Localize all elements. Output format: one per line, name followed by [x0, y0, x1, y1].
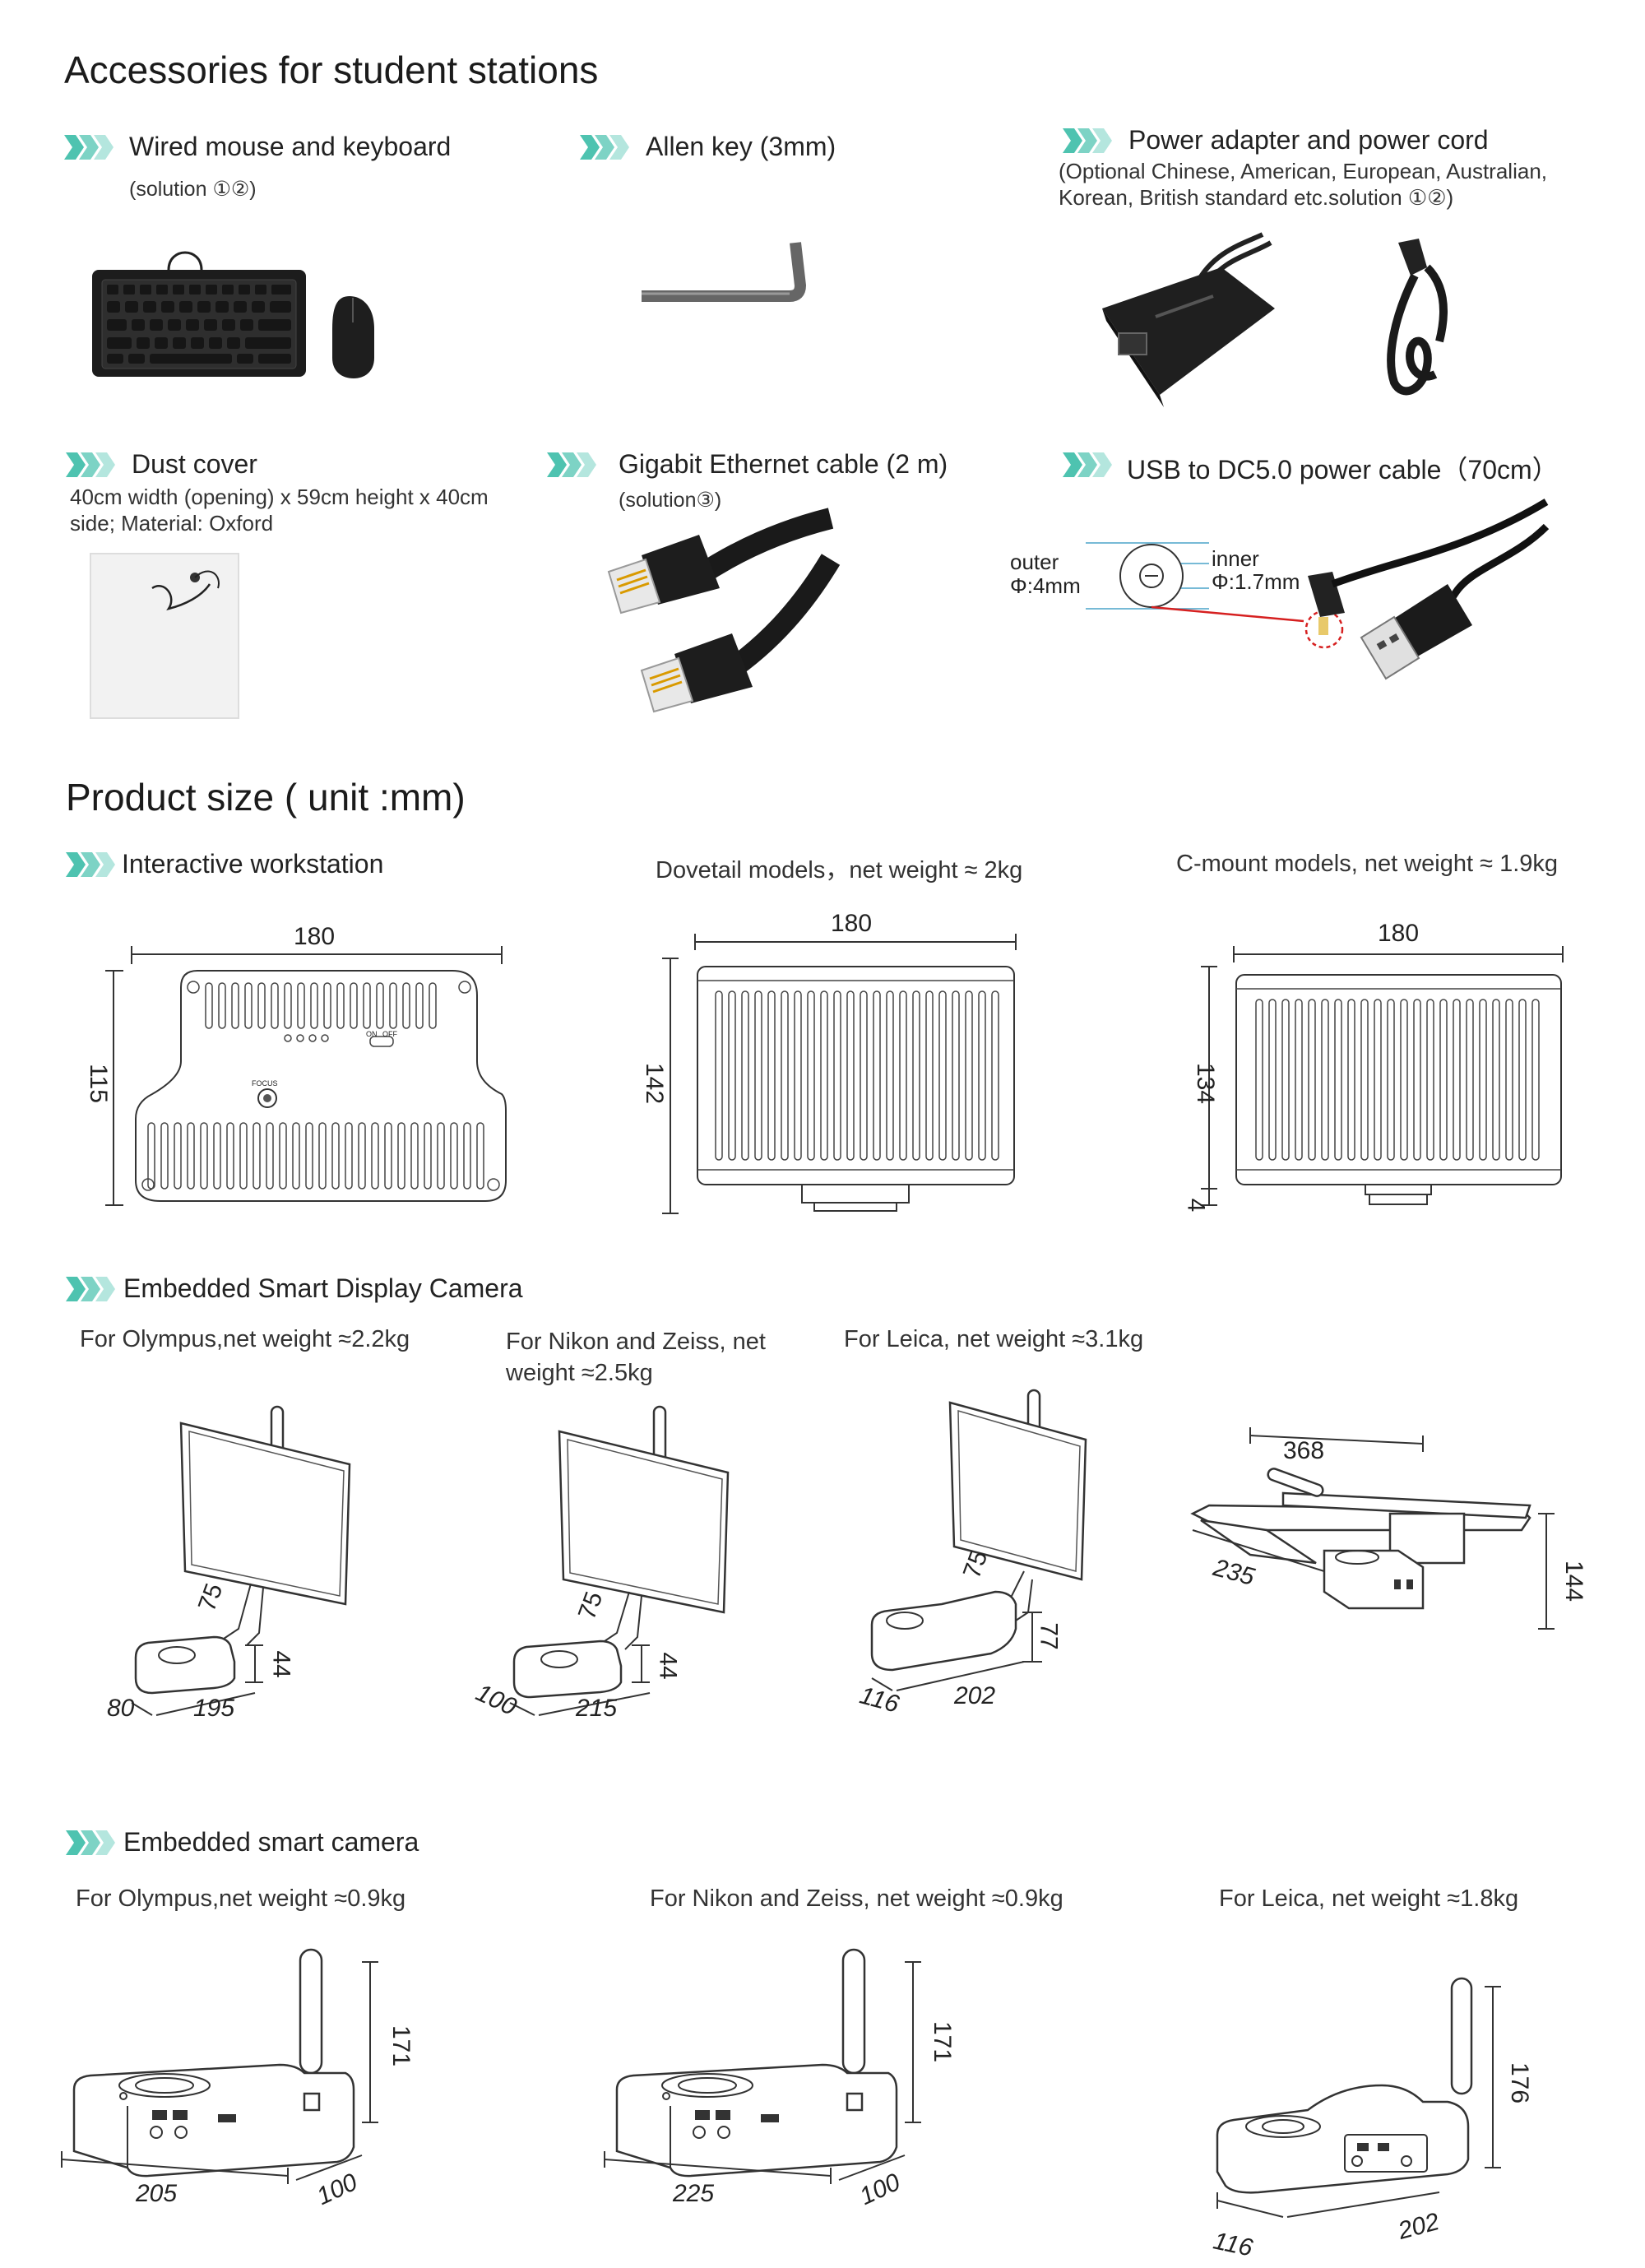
smart-camera-title: Embedded smart camera — [123, 1827, 419, 1857]
outer-dim-label: Φ:4mm — [1010, 573, 1081, 598]
chevron-marker-icon — [66, 852, 115, 877]
outer-label: outer — [1010, 550, 1059, 574]
power-adapter-image — [1102, 232, 1448, 407]
dimension-label: 202 — [954, 1682, 996, 1709]
chevron-marker-icon — [1063, 452, 1112, 477]
extra-dimension: 4 — [1182, 1198, 1210, 1213]
chevron-marker-icon — [66, 452, 115, 477]
accessory-note: (solution ①②) — [129, 178, 257, 201]
dimension-label: 205 — [136, 2180, 178, 2207]
smart-camera-olympus-drawing — [61, 1948, 378, 2184]
off-label: OFF — [382, 1030, 397, 1038]
dimension-label: 44 — [654, 1652, 682, 1680]
chevron-marker-icon — [580, 135, 629, 160]
focus-label: FOCUS — [252, 1079, 278, 1088]
accessory-title: Power adapter and power cord — [1128, 125, 1489, 155]
accessory-title: Dust cover — [132, 449, 257, 479]
dimension-label: 44 — [267, 1650, 295, 1678]
dovetail-drawing — [662, 934, 1017, 1214]
display-camera-olympus-drawing — [131, 1405, 351, 1716]
display-camera-side-view-drawing — [1190, 1427, 1555, 1630]
accessory-note: 40cm width (opening) x 59cm height x 40c… — [70, 485, 489, 536]
accessory-note: (Optional Chinese, American, European, A… — [1059, 159, 1548, 210]
dimension-label: 215 — [576, 1695, 618, 1722]
dimension-label: 80 — [107, 1695, 135, 1722]
accessory-title: Gigabit Ethernet cable (2 m) — [619, 449, 948, 479]
accessories-title: Accessories for student stations — [64, 49, 599, 91]
display-camera-caption-leica: For Leica, net weight ≈3.1kg — [844, 1326, 1144, 1352]
smart-camera-caption-leica: For Leica, net weight ≈1.8kg — [1219, 1885, 1519, 1912]
section-caption: Dovetail models，net weight ≈ 2kg — [656, 857, 1023, 884]
height-dimension: 134 — [1192, 1062, 1220, 1105]
dust-cover-image — [90, 553, 239, 719]
dimension-label: 171 — [387, 2025, 415, 2067]
section-title: Interactive workstation — [122, 849, 384, 879]
dimension-label: 171 — [929, 2020, 957, 2063]
ethernet-cable-image — [607, 508, 841, 713]
cmount-drawing — [1201, 946, 1564, 1206]
accessory-title: USB to DC5.0 power cable（70cm） — [1127, 455, 1559, 485]
workstation-drawing — [105, 946, 507, 1206]
width-dimension: 180 — [1378, 920, 1420, 947]
product-size-title: Product size ( unit :mm) — [66, 776, 466, 819]
dimension-label: 176 — [1506, 2062, 1534, 2104]
smart-camera-nikon-drawing — [604, 1948, 921, 2184]
height-dimension: 142 — [641, 1062, 669, 1105]
width-dimension: 180 — [294, 923, 336, 950]
height-dimension: 115 — [84, 1064, 112, 1103]
smart-camera-caption-nikon: For Nikon and Zeiss, net weight ≈0.9kg — [650, 1885, 1063, 1912]
chevron-marker-icon — [547, 452, 596, 477]
accessory-title: Wired mouse and keyboard — [129, 132, 452, 161]
width-dimension: 180 — [831, 910, 873, 937]
accessory-note: (solution③) — [619, 489, 722, 512]
display-camera-caption-olympus: For Olympus,net weight ≈2.2kg — [80, 1326, 410, 1352]
dimension-label: 225 — [673, 2180, 715, 2207]
display-camera-leica-drawing — [870, 1389, 1087, 1691]
chevron-marker-icon — [66, 1830, 115, 1855]
chevron-marker-icon — [66, 1277, 115, 1301]
display-camera-title: Embedded Smart Display Camera — [123, 1273, 523, 1303]
smart-camera-leica-drawing — [1216, 1977, 1501, 2218]
inner-dim-label: Φ:1.7mm — [1212, 569, 1300, 594]
inner-label: inner — [1212, 546, 1259, 571]
chevron-marker-icon — [64, 135, 114, 160]
display-camera-caption-nikon: For Nikon and Zeiss, net weight ≈2.5kg — [506, 1329, 766, 1386]
display-camera-nikon-drawing — [509, 1405, 730, 1716]
section-caption: C-mount models, net weight ≈ 1.9kg — [1176, 851, 1559, 877]
allen-key-image — [642, 242, 806, 302]
chevron-marker-icon — [1063, 128, 1112, 153]
accessory-title: Allen key (3mm) — [646, 132, 836, 161]
dimension-label: 368 — [1283, 1437, 1325, 1464]
keyboard-mouse-image — [92, 251, 374, 378]
on-label: ON — [366, 1030, 378, 1038]
usb-dc-cable-image — [1086, 499, 1550, 680]
dimension-label: 195 — [193, 1695, 235, 1722]
dimension-label: 77 — [1035, 1622, 1063, 1650]
dimension-label: 144 — [1560, 1560, 1588, 1602]
smart-camera-caption-olympus: For Olympus,net weight ≈0.9kg — [76, 1885, 406, 1912]
